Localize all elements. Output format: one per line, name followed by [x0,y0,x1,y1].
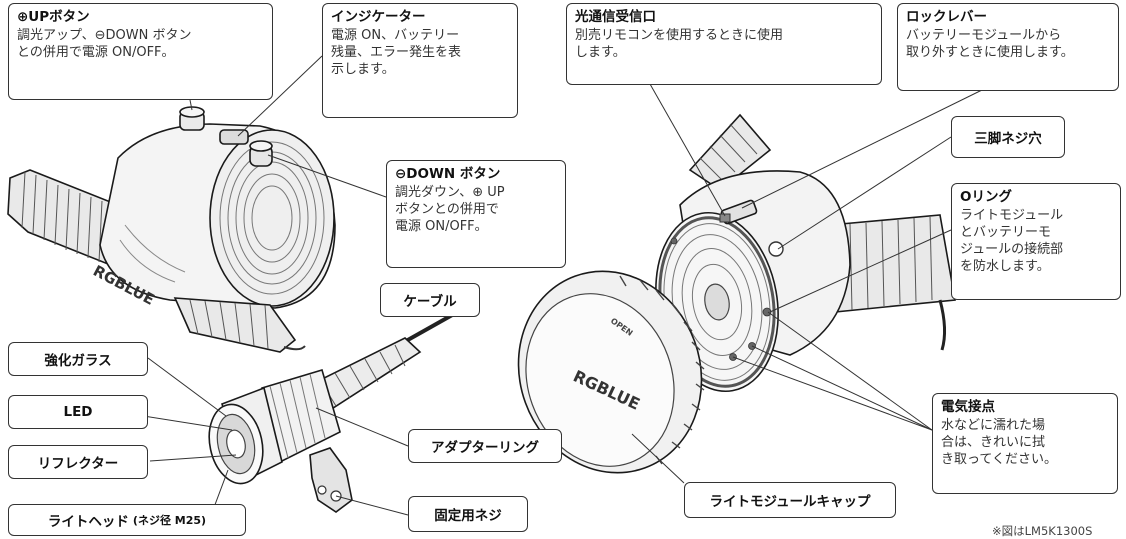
callout-desc: 電源 ON、バッテリー [331,27,460,43]
callout-desc: 調光アップ、⊖DOWN ボタン [17,27,192,43]
callout-title: 電気接点 [941,399,995,415]
callout-desc: 残量、エラー発生を表 [331,44,462,60]
label-text: ライトモジュールキャップ [709,494,871,510]
callout-contacts: 電気接点 水などに濡れた場 合は、きれいに拭 き取ってください。 [932,393,1118,494]
callout-desc: 別売リモコンを使用するときに使用 [575,27,784,43]
callout-title: ロックレバー [906,9,987,25]
label-text: リフレクター [37,456,119,472]
label-cable: ケーブル [380,283,480,317]
label-led: LED [8,395,148,429]
callout-indicator: インジケーター 電源 ON、バッテリー 残量、エラー発生を表 示します。 [322,3,518,118]
label-text: LED [63,404,93,420]
label-tripod-hole: 三脚ネジ穴 [951,116,1065,158]
label-light-module-cap: ライトモジュールキャップ [684,482,896,518]
battery-unit-left: RGBLUE [7,106,336,353]
label-tempered-glass: 強化ガラス [8,342,148,376]
callout-desc: ジュールの接続部 [960,242,1064,258]
label-text: 固定用ネジ [434,508,502,524]
callout-title: インジケーター [331,9,426,25]
callout-desc: との併用で電源 ON/OFF。 [17,44,175,60]
callout-desc: とバッテリーモ [960,224,1052,240]
label-reflector: リフレクター [8,445,148,479]
callout-title: ⊕UPボタン [17,9,90,25]
callout-desc: き取ってください。 [941,452,1057,468]
callout-desc: 調光ダウン、⊕ UP [395,184,505,200]
model-footnote: ※図はLM5K1300S [992,524,1093,538]
label-adapter-ring: アダプターリング [408,429,562,463]
callout-down-button: ⊖DOWN ボタン 調光ダウン、⊕ UP ボタンとの併用で 電源 ON/OFF。 [386,160,566,268]
callout-lock-lever: ロックレバー バッテリーモジュールから 取り外すときに使用します。 [897,3,1119,91]
label-text: 強化ガラス [44,353,112,369]
callout-desc: バッテリーモジュールから [906,27,1062,43]
callout-desc: します。 [575,44,626,60]
callout-title: Oリング [960,189,1012,205]
callout-desc: 合は、きれいに拭 [941,434,1046,450]
callout-o-ring: Oリング ライトモジュール とバッテリーモ ジュールの接続部 を防水します。 [951,183,1121,300]
label-text: ライトヘッド [47,514,129,530]
label-text: 三脚ネジ穴 [974,131,1042,147]
callout-desc: 水などに濡れた場 [941,417,1046,433]
leader-lines [117,55,983,519]
light-module-cap: RGBLUE OPEN [517,270,705,474]
callout-title: 光通信受信口 [575,9,656,25]
callout-optical-port: 光通信受信口 別売リモコンを使用するときに使用 します。 [566,3,882,85]
label-fixing-screw: 固定用ネジ [408,496,528,532]
callout-desc: ライトモジュール [960,207,1064,223]
callout-desc: 電源 ON/OFF。 [395,219,488,235]
label-text: ケーブル [403,294,457,310]
callout-desc: を防水します。 [960,259,1050,275]
callout-desc: ボタンとの併用で [395,201,499,217]
label-light-head: ライトヘッド(ネジ径 M25) [8,504,246,536]
callout-desc: 取り外すときに使用します。 [906,44,1074,60]
label-text: アダプターリング [431,440,539,456]
label-subtext: (ネジ径 M25) [132,514,207,527]
callout-title: ⊖DOWN ボタン [395,166,501,182]
callout-up-button: ⊕UPボタン 調光アップ、⊖DOWN ボタン との併用で電源 ON/OFF。 [8,3,273,100]
callout-desc: 示します。 [331,62,395,78]
